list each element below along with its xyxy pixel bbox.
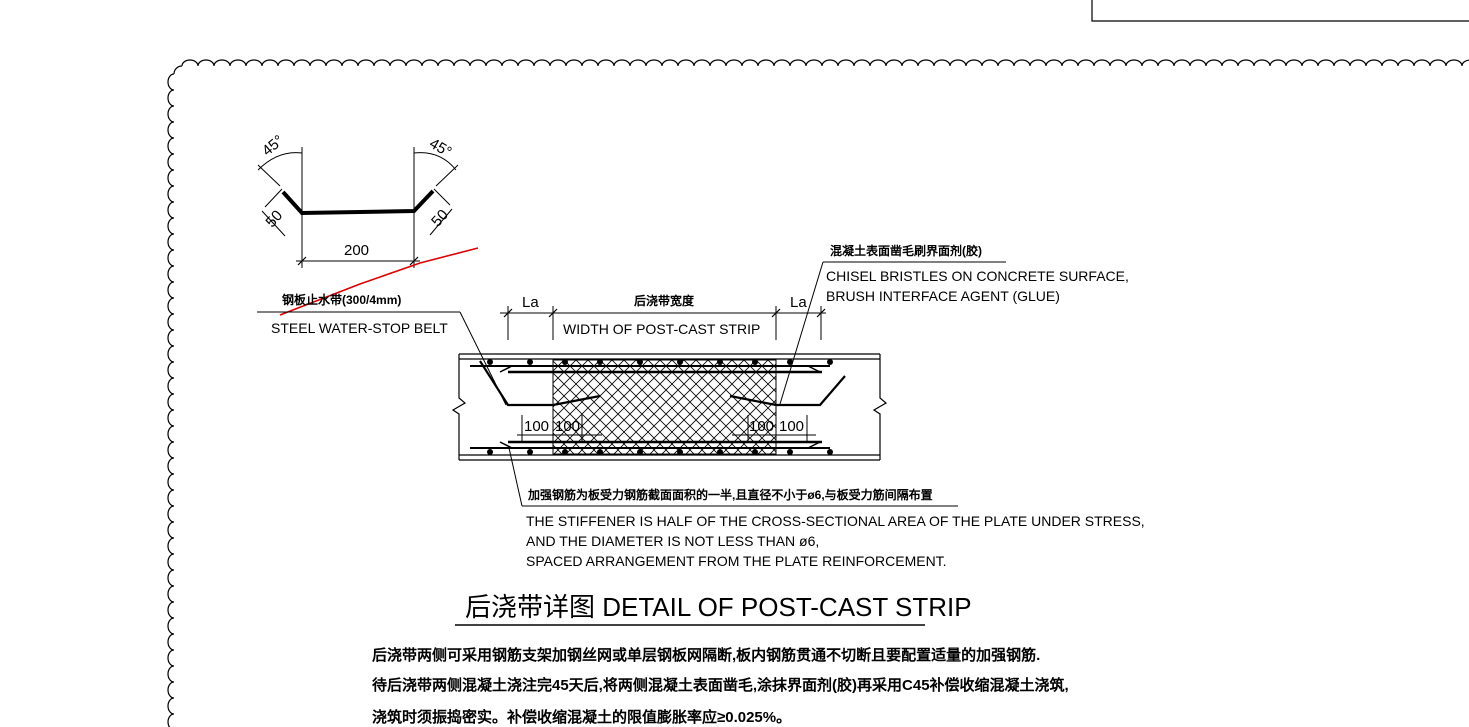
strip-width-label-en: WIDTH OF POST-CAST STRIP [563,321,760,337]
post-cast-strip-section: La La 后浇带宽度 WIDTH OF POST-CAST STRIP 100… [451,293,888,461]
rebar-dot [597,449,603,455]
revision-cloud-path [167,59,1469,727]
post-cast-infill [552,359,777,455]
rebar-dot [827,359,833,365]
title-block-frame [1091,0,1469,22]
angle-right-label: 45° [426,135,454,161]
angle-left-label: 45° [259,132,287,160]
stop-belt-right [729,375,846,407]
dim-right-2: 100 [779,418,804,435]
stiffener-note-en-1: THE STIFFENER IS HALF OF THE CROSS-SECTI… [526,513,1145,529]
rebar-dot [787,359,793,365]
break-line-right [872,354,888,460]
angle-arc-left [257,152,303,171]
rebar-dot [752,359,758,365]
rebar-dot [637,449,643,455]
la-right-label: La [790,294,807,311]
angle-arc-right [413,152,457,171]
rebar-dot [677,449,683,455]
water-stop-belt-label-cn: 钢板止水带(300/4mm) [282,292,401,307]
dim-left-1: 100 [524,418,549,435]
rebar-dot [527,449,533,455]
water-stop-belt-shape [281,189,435,216]
stiffener-note-en-2: AND THE DIAMETER IS NOT LESS THAN ø6, [526,533,819,549]
rebar-dot [717,359,723,365]
chisel-note-en-1: CHISEL BRISTLES ON CONCRETE SURFACE, [826,268,1129,284]
revision-cloud-border [167,59,1469,727]
water-stop-belt-detail: 45° 45° 50 50 200 [257,132,479,316]
chisel-note-cn: 混凝土表面凿毛刷界面剂(胶) [830,243,982,258]
flange-right-label: 50 [428,206,452,230]
water-stop-belt-label-en: STEEL WATER-STOP BELT [271,320,448,336]
rebar-dot [677,359,683,365]
rebar-dot [752,449,758,455]
break-line-left [451,354,467,460]
chisel-note-callout: 混凝土表面凿毛刷界面剂(胶) CHISEL BRISTLES ON CONCRE… [779,243,1129,405]
dim-right-1: 100 [749,418,774,435]
rebar-dot [637,359,643,365]
rebar-dot [487,449,493,455]
note-line-3: 浇筑时须振捣密实。补偿收缩混凝土的限值膨胀率应≥0.025%。 [372,708,791,726]
rebar-dot [827,449,833,455]
stop-belt-left [479,360,601,407]
chisel-note-en-2: BRUSH INTERFACE AGENT (GLUE) [826,288,1060,304]
la-left-label: La [522,294,539,311]
rebar-dot [527,359,533,365]
stiffener-note-callout: 加强钢筋为板受力钢筋截面面积的一半,且直径不小于ø6,与板受力筋间隔布置 THE… [508,447,1145,569]
rebar-dot [787,449,793,455]
stiffener-note-cn: 加强钢筋为板受力钢筋截面面积的一半,且直径不小于ø6,与板受力筋间隔布置 [527,487,933,502]
note-line-1: 后浇带两侧可采用钢筋支架加钢丝网或单层钢板网隔断,板内钢筋贯通不切断且要配置适量… [372,646,1040,664]
strip-width-label-cn: 后浇带宽度 [634,293,695,308]
rebar-dot [597,359,603,365]
rebar-dot [717,449,723,455]
dim-left-2: 100 [555,418,580,435]
red-markup-stroke [279,247,479,316]
note-line-2: 待后浇带两侧混凝土浇注完45天后,将两侧混凝土表面凿毛,涂抹界面剂(胶)再采用C… [372,676,1069,694]
rebar-dots [487,359,833,455]
rebar-dot [487,359,493,365]
stiffener-note-en-3: SPACED ARRANGEMENT FROM THE PLATE REINFO… [526,553,947,569]
rebar-dot [562,449,568,455]
flange-left-label: 50 [262,207,286,231]
belt-width-label: 200 [344,242,369,259]
drawing-title: 后浇带详图 DETAIL OF POST-CAST STRIP [465,592,972,622]
rebar-dot [562,359,568,365]
